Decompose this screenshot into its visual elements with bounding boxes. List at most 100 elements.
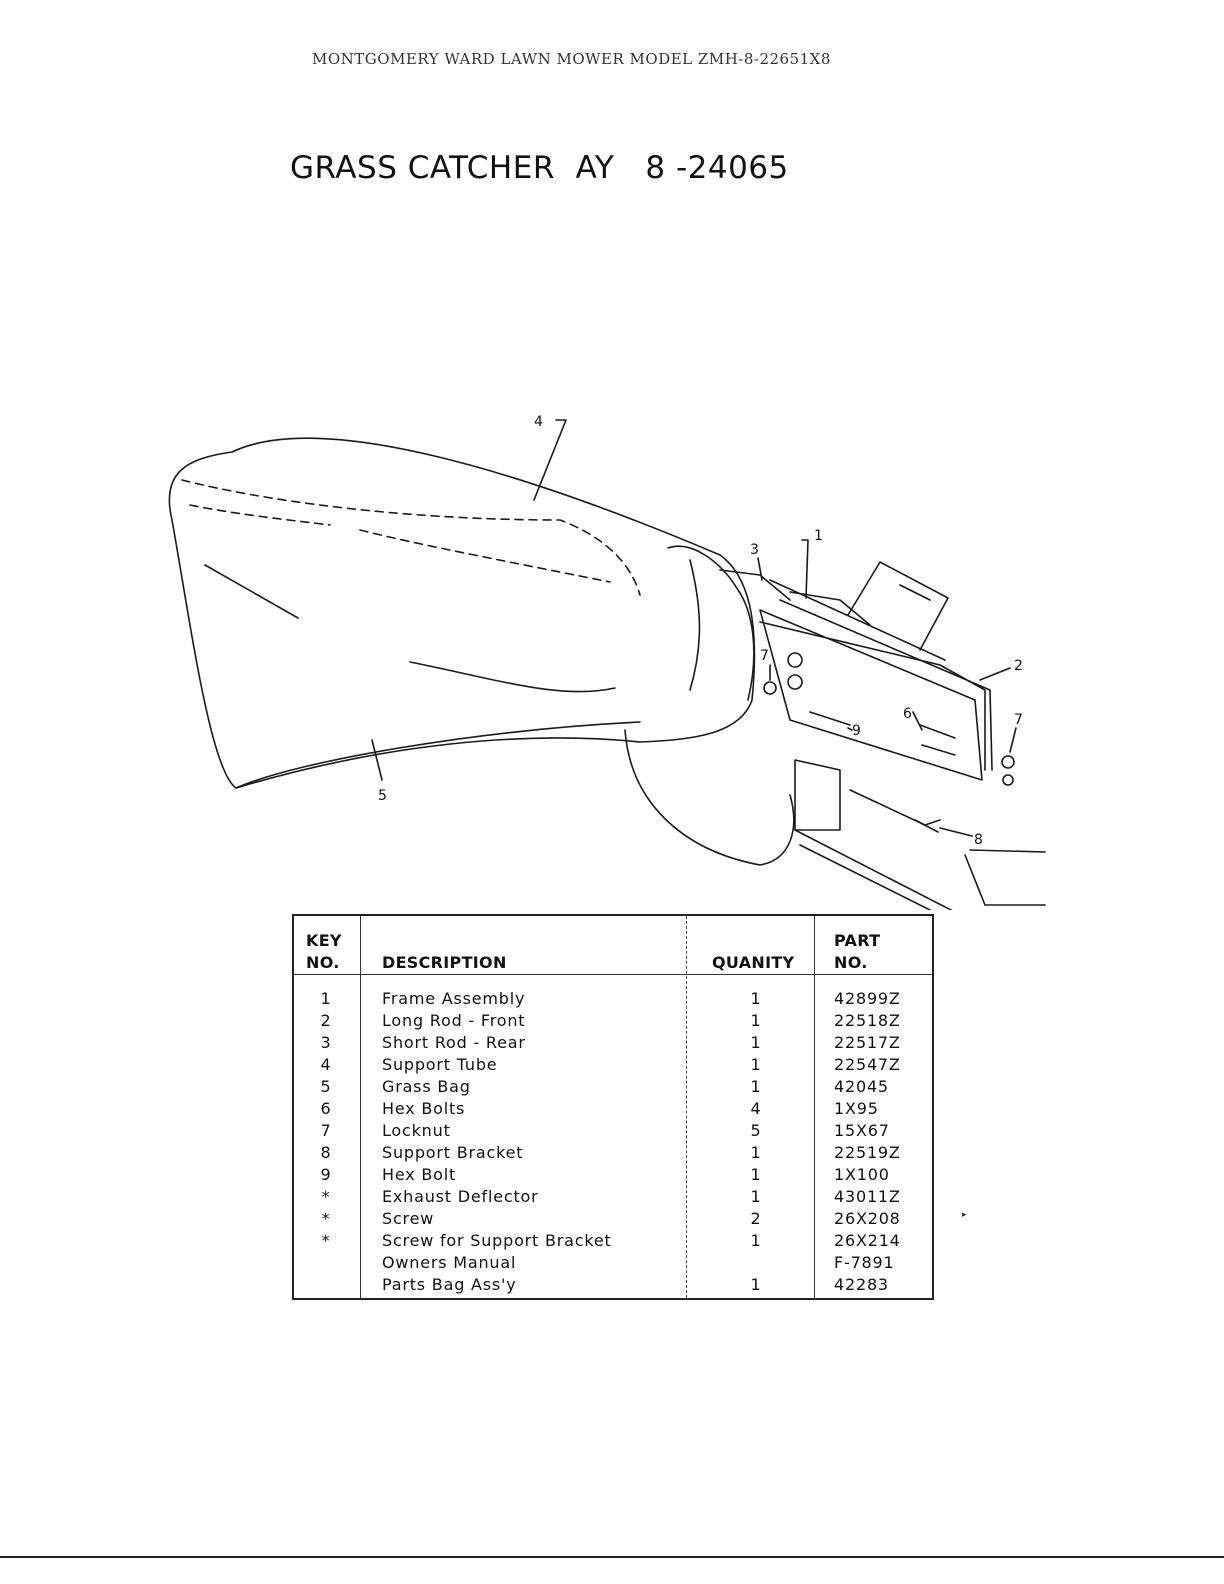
description-cell: Hex Bolts <box>382 1099 466 1118</box>
grass-catcher-diagram: 4 5 3 1 2 7 7 6 9 8 <box>168 414 1046 910</box>
table-row: 7 Locknut 5 15X67 <box>294 1120 932 1142</box>
leader-7-right <box>1009 727 1017 753</box>
quantity-cell: 1 <box>750 1165 762 1184</box>
header-key-line1: KEY <box>306 931 342 950</box>
callout-1: 1 <box>814 528 823 544</box>
table-row: 2 Long Rod - Front 1 22518Z <box>294 1010 932 1032</box>
description-cell: Support Tube <box>382 1055 498 1074</box>
key-cell: 9 <box>320 1165 332 1184</box>
header-key-line2: NO. <box>306 953 340 972</box>
callout-7-left: 7 <box>760 648 769 664</box>
header-key-no: KEY NO. <box>306 930 342 974</box>
description-cell: Parts Bag Ass'y <box>382 1275 517 1294</box>
bag-opening <box>667 545 755 701</box>
description-cell: Locknut <box>382 1121 451 1140</box>
part-number-cell: 42899Z <box>834 989 901 1008</box>
header-part-line2: NO. <box>834 953 868 972</box>
support-tube-hidden <box>181 479 641 596</box>
key-cell: 8 <box>320 1143 332 1162</box>
callout-5: 5 <box>378 788 387 804</box>
mower-wheel <box>624 729 795 866</box>
column-divider <box>814 916 815 1298</box>
leader-2 <box>979 667 1011 681</box>
long-rod-front <box>759 621 986 771</box>
header-description: DESCRIPTION <box>382 953 507 972</box>
plate-hole <box>787 652 803 668</box>
plate-hole <box>787 674 803 690</box>
leader-6 <box>912 711 923 731</box>
frame-handle <box>847 561 949 651</box>
quantity-cell: 1 <box>750 1011 762 1030</box>
bag-fold-line <box>204 564 299 619</box>
header-part-no: PART NO. <box>834 930 880 974</box>
quantity-cell: 2 <box>750 1209 762 1228</box>
key-cell: 5 <box>320 1077 332 1096</box>
callout-8: 8 <box>974 832 983 848</box>
quantity-cell: 5 <box>750 1121 762 1140</box>
key-cell: * <box>321 1231 331 1250</box>
part-number-cell: 1X100 <box>834 1165 890 1184</box>
callout-2: 2 <box>1014 658 1023 674</box>
part-number-cell: 15X67 <box>834 1121 890 1140</box>
locknut-left-shape <box>763 681 777 695</box>
part-number-cell: 1X95 <box>834 1099 879 1118</box>
header-rule <box>294 974 932 975</box>
column-divider <box>360 916 361 1298</box>
key-cell: * <box>321 1187 331 1206</box>
description-cell: Screw for Support Bracket <box>382 1231 612 1250</box>
description-cell: Grass Bag <box>382 1077 471 1096</box>
bag-fold-line-2 <box>409 661 616 693</box>
header-quantity: QUANITY <box>712 953 795 972</box>
quantity-cell: 1 <box>750 1187 762 1206</box>
leader-9 <box>847 727 853 731</box>
hex-bolt-9-shape <box>809 711 851 726</box>
quantity-cell: 4 <box>750 1099 762 1118</box>
locknut-right-shape <box>1001 755 1015 769</box>
model-header: MONTGOMERY WARD LAWN MOWER MODEL ZMH-8-2… <box>312 50 831 68</box>
frame-plate <box>759 609 983 781</box>
part-number-cell: 22518Z <box>834 1011 901 1030</box>
key-cell: 1 <box>320 989 332 1008</box>
description-cell: Hex Bolt <box>382 1165 457 1184</box>
description-cell: Exhaust Deflector <box>382 1187 539 1206</box>
hex-bolt-shape <box>919 724 956 739</box>
leader-5 <box>371 739 383 781</box>
key-cell: * <box>321 1209 331 1228</box>
description-cell: Support Bracket <box>382 1143 524 1162</box>
margin-mark: ▸ <box>962 1210 967 1220</box>
description-cell: Long Rod - Front <box>382 1011 526 1030</box>
part-number-cell: 22517Z <box>834 1033 901 1052</box>
callout-4: 4 <box>534 414 543 430</box>
callout-3: 3 <box>750 542 759 558</box>
part-number-cell: 22519Z <box>834 1143 901 1162</box>
leader-3 <box>757 557 763 581</box>
description-cell: Short Rod - Rear <box>382 1033 526 1052</box>
grass-bag-outline <box>168 437 756 789</box>
column-divider <box>686 916 687 1298</box>
part-number-cell: 26X214 <box>834 1231 901 1250</box>
part-number-cell: 22547Z <box>834 1055 901 1074</box>
quantity-cell: 1 <box>750 989 762 1008</box>
key-cell: 2 <box>320 1011 332 1030</box>
part-number-cell: F-7891 <box>834 1253 895 1272</box>
quantity-cell: 1 <box>750 1033 762 1052</box>
part-number-cell: 26X208 <box>834 1209 901 1228</box>
quantity-cell: 1 <box>750 1275 762 1294</box>
part-number-cell: 42045 <box>834 1077 889 1096</box>
header-part-line1: PART <box>834 931 881 950</box>
key-cell: 7 <box>320 1121 332 1140</box>
bag-bottom-seam <box>235 721 641 789</box>
callout-6: 6 <box>903 706 912 722</box>
leader-4 <box>533 419 567 501</box>
